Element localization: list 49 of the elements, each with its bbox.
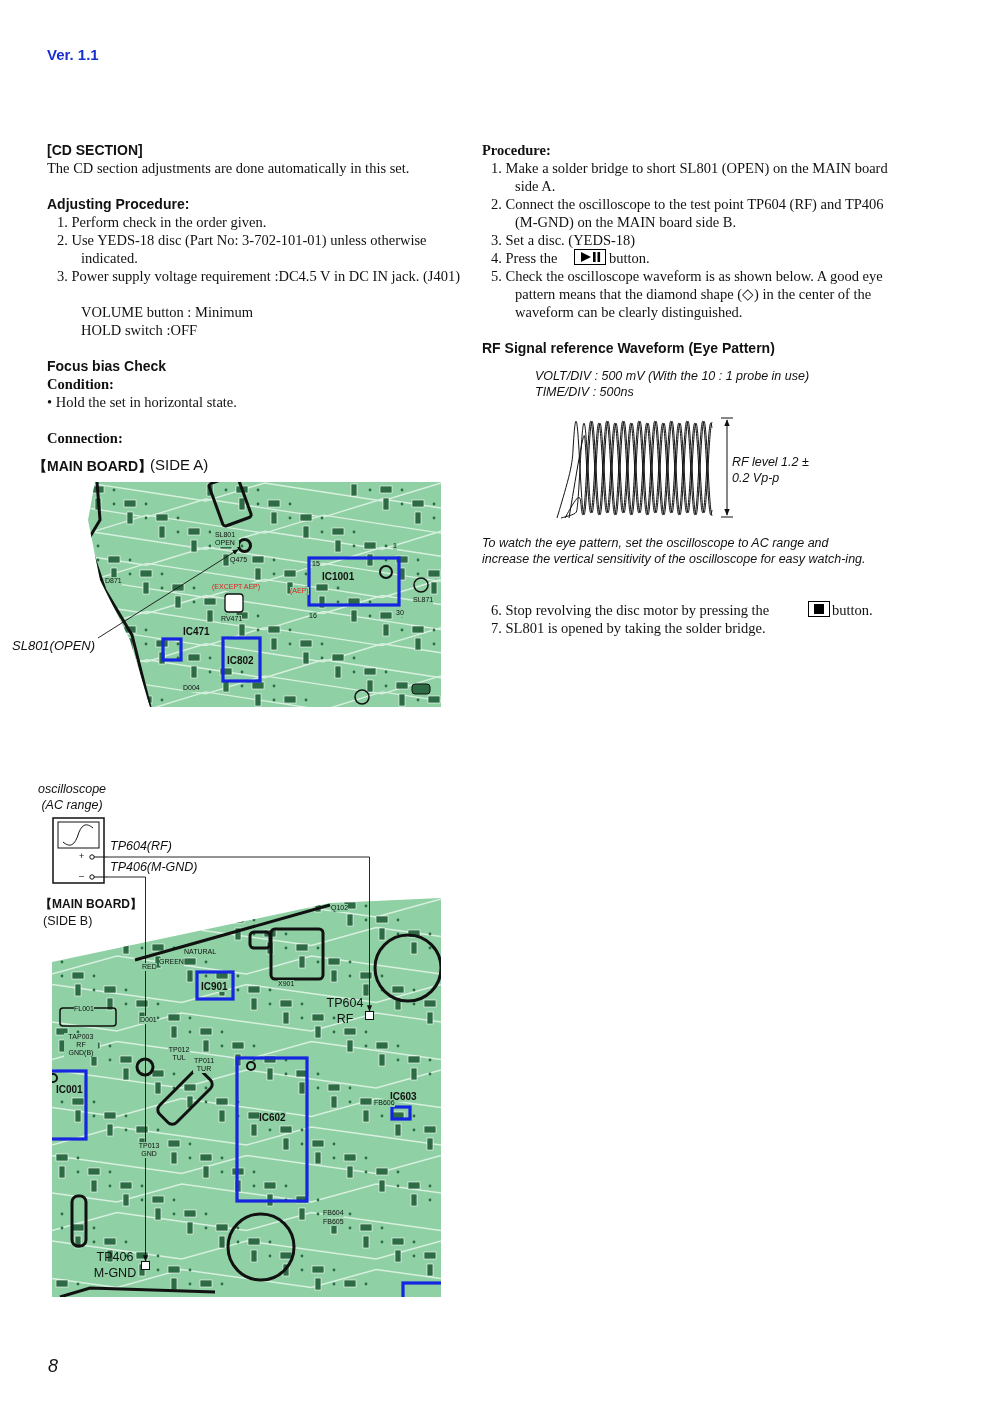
list-item: 5. Check the oscilloscope waveform is as shown below. A good eye pattern means that the diamond shape (◇) in the center of the waveform can be clearly distinguished.: [491, 267, 884, 321]
test-point-pad: [141, 1261, 150, 1270]
body-text: button.: [832, 601, 873, 619]
list-item: 1. Perform check in the order given.: [57, 213, 268, 231]
board-side-label: (SIDE B): [43, 913, 93, 929]
note-text: TIME/DIV : 500ns: [535, 384, 634, 400]
board-side-label: (SIDE A): [150, 456, 209, 474]
test-point-label: TP406 M-GND: [92, 1249, 138, 1281]
ic-label: IC1001: [322, 571, 355, 582]
edge-label: TP406(M-GND): [109, 859, 199, 875]
ic-label: IC471: [183, 626, 210, 637]
note-text: RF level 1.2 ± 0.2 Vp-p: [732, 454, 810, 486]
note-text: To watch the eye pattern, set the oscilloscope to AC range and increase the vertical sensitivity of the oscilloscope for easy watch-ing.: [482, 535, 867, 567]
board-heading: 【MAIN BOARD】: [40, 896, 142, 912]
body-text: HOLD switch :OFF: [81, 321, 198, 339]
test-point-label: TP604 RF: [325, 995, 365, 1027]
list-item: 2. Connect the oscilloscope to the test point TP604 (RF) and TP406 (M-GND) on the MAIN board side B.: [491, 195, 885, 231]
body-text: The CD section adjustments are done automatically in this set.: [47, 159, 411, 177]
body-text: button.: [609, 249, 650, 267]
ic-label: IC802: [227, 655, 254, 666]
section-heading: Adjusting Procedure:: [47, 195, 190, 213]
section-heading: Focus bias Check: [47, 357, 167, 375]
section-heading: [CD SECTION]: [47, 141, 143, 159]
ic-label: IC901: [201, 981, 228, 992]
body-text: VOLUME button : Minimum: [81, 303, 254, 321]
oscilloscope-label: oscilloscope (AC range): [36, 781, 108, 813]
ic-label: IC001: [56, 1084, 83, 1095]
terminal-sign: +: [79, 851, 85, 861]
section-heading: Condition:: [47, 375, 114, 393]
list-item: 7. SL801 is opened by taking the solder bridge.: [491, 619, 767, 637]
board-heading: 【MAIN BOARD】: [33, 457, 152, 475]
list-item: 2. Use YEDS-18 disc (Part No: 3-702-101-01) unless otherwise indicated.: [57, 231, 428, 267]
section-heading: RF Signal reference Waveform (Eye Pattern): [482, 339, 775, 357]
version-label: Ver. 1.1: [47, 46, 99, 64]
note-text: VOLT/DIV : 500 mV (With the 10 : 1 probe in use): [535, 368, 810, 384]
body-text: • Hold the set in horizontal state.: [47, 393, 238, 411]
section-heading: Connection:: [47, 429, 123, 447]
list-item: 6. Stop revolving the disc motor by pressing the: [491, 601, 770, 619]
list-item: 4. Press the: [491, 249, 558, 267]
list-item: 3. Power supply voltage requirement :DC4.5 V in DC IN jack. (J401): [57, 267, 461, 285]
callout-label: SL801(OPEN): [12, 638, 97, 654]
page-number: 8: [48, 1357, 58, 1375]
section-heading: Procedure:: [482, 141, 551, 159]
test-point-pad: [365, 1011, 374, 1020]
ic-label: IC602: [259, 1112, 286, 1123]
list-item: 3. Set a disc. (YEDS-18): [491, 231, 637, 249]
edge-label: TP604(RF): [109, 838, 173, 854]
list-item: 1. Make a solder bridge to short SL801 (OPEN) on the MAIN board side A.: [491, 159, 889, 195]
terminal-sign: –: [79, 871, 84, 881]
